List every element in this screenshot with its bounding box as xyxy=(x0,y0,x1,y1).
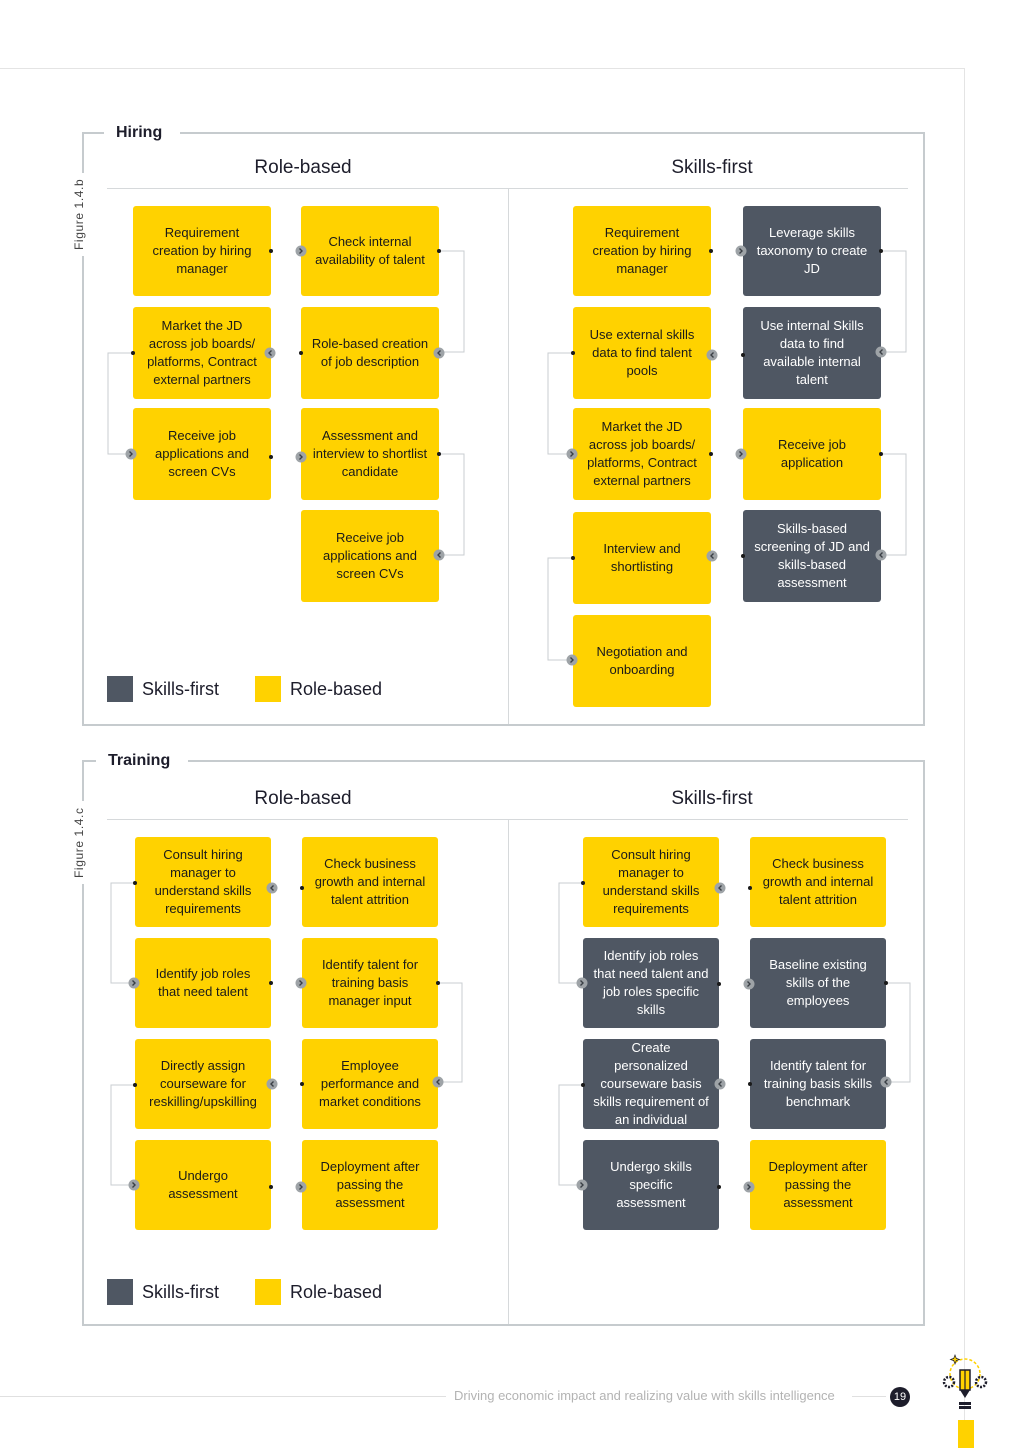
training-figure-label: Figure 1.4.c xyxy=(72,801,86,884)
lightbulb-gear-icon xyxy=(940,1348,990,1410)
flow-step: Consult hiring manager to understand ski… xyxy=(583,837,719,927)
hiring-column-divider xyxy=(508,189,509,724)
role-based-swatch xyxy=(255,676,281,702)
hiring-legend: Skills-first Role-based xyxy=(107,676,382,702)
flow-step: Use internal Skills data to find availab… xyxy=(743,307,881,399)
training-skills-heading: Skills-first xyxy=(671,788,753,809)
flow-step: Identify job roles that need talent xyxy=(135,938,271,1028)
training-title: Training xyxy=(96,750,189,772)
flow-step: Deployment after passing the assessment xyxy=(750,1140,886,1230)
flow-step: Negotiation and onboarding xyxy=(573,615,711,707)
legend-role-based: Role-based xyxy=(290,1281,383,1302)
training-column-divider xyxy=(508,820,509,1324)
page-number: 19 xyxy=(890,1387,910,1407)
hiring-figure-label: Figure 1.4.b xyxy=(72,172,86,256)
role-based-swatch xyxy=(255,1279,281,1305)
flow-step: Receive job applications and screen CVs xyxy=(301,510,439,602)
flow-step: Market the JD across job boards/ platfor… xyxy=(133,307,271,399)
footer-rule-left xyxy=(0,1396,446,1397)
flow-step: Requirement creation by hiring manager xyxy=(573,206,711,296)
flow-step: Assessment and interview to shortlist ca… xyxy=(301,408,439,500)
flow-step: Identify talent for training basis skill… xyxy=(750,1039,886,1129)
footer-rule-right xyxy=(852,1396,886,1397)
footer-text: Driving economic impact and realizing va… xyxy=(454,1388,835,1403)
flow-step: Market the JD across job boards/ platfor… xyxy=(573,408,711,500)
training-legend: Skills-first Role-based xyxy=(107,1279,382,1305)
skills-first-swatch xyxy=(107,676,133,702)
flow-step: Baseline existing skills of the employee… xyxy=(750,938,886,1028)
hiring-panel: Hiring xyxy=(82,122,925,726)
training-panel: Training xyxy=(82,750,925,1326)
flow-step: Check business growth and internal talen… xyxy=(750,837,886,927)
flow-step: Undergo assessment xyxy=(135,1140,271,1230)
legend-skills-first: Skills-first xyxy=(142,678,219,699)
flow-step: Role-based creation of job description xyxy=(301,307,439,399)
yellow-side-tab xyxy=(958,1420,974,1448)
training-role-heading: Role-based xyxy=(254,788,352,809)
flow-step: Leverage skills taxonomy to create JD xyxy=(743,206,881,296)
flow-step: Identify talent for training basis manag… xyxy=(302,938,438,1028)
flow-step: Undergo skills specific assessment xyxy=(583,1140,719,1230)
hiring-role-heading: Role-based xyxy=(254,157,352,178)
flow-step: Use external skills data to find talent … xyxy=(573,307,711,399)
flow-step: Create personalized courseware basis ski… xyxy=(583,1039,719,1129)
top-rule xyxy=(0,68,965,69)
flow-step: Interview and shortlisting xyxy=(573,512,711,604)
flow-step: Check internal availability of talent xyxy=(301,206,439,296)
skills-first-swatch xyxy=(107,1279,133,1305)
training-heading-rule xyxy=(107,819,908,820)
flow-step: Identify job roles that need talent and … xyxy=(583,938,719,1028)
flow-step: Receive job application xyxy=(743,408,881,500)
flow-step: Skills-based screening of JD and skills-… xyxy=(743,510,881,602)
flow-step: Receive job applications and screen CVs xyxy=(133,408,271,500)
flow-step: Requirement creation by hiring manager xyxy=(133,206,271,296)
flow-step: Directly assign courseware for reskillin… xyxy=(135,1039,271,1129)
flow-step: Consult hiring manager to understand ski… xyxy=(135,837,271,927)
legend-skills-first: Skills-first xyxy=(142,1281,219,1302)
hiring-title: Hiring xyxy=(104,122,181,144)
hiring-heading-rule xyxy=(107,188,908,189)
flow-step: Check business growth and internal talen… xyxy=(302,837,438,927)
flow-step: Employee performance and market conditio… xyxy=(302,1039,438,1129)
right-rule xyxy=(964,68,965,1448)
legend-role-based: Role-based xyxy=(290,678,383,699)
flow-step: Deployment after passing the assessment xyxy=(302,1140,438,1230)
hiring-skills-heading: Skills-first xyxy=(671,157,753,178)
